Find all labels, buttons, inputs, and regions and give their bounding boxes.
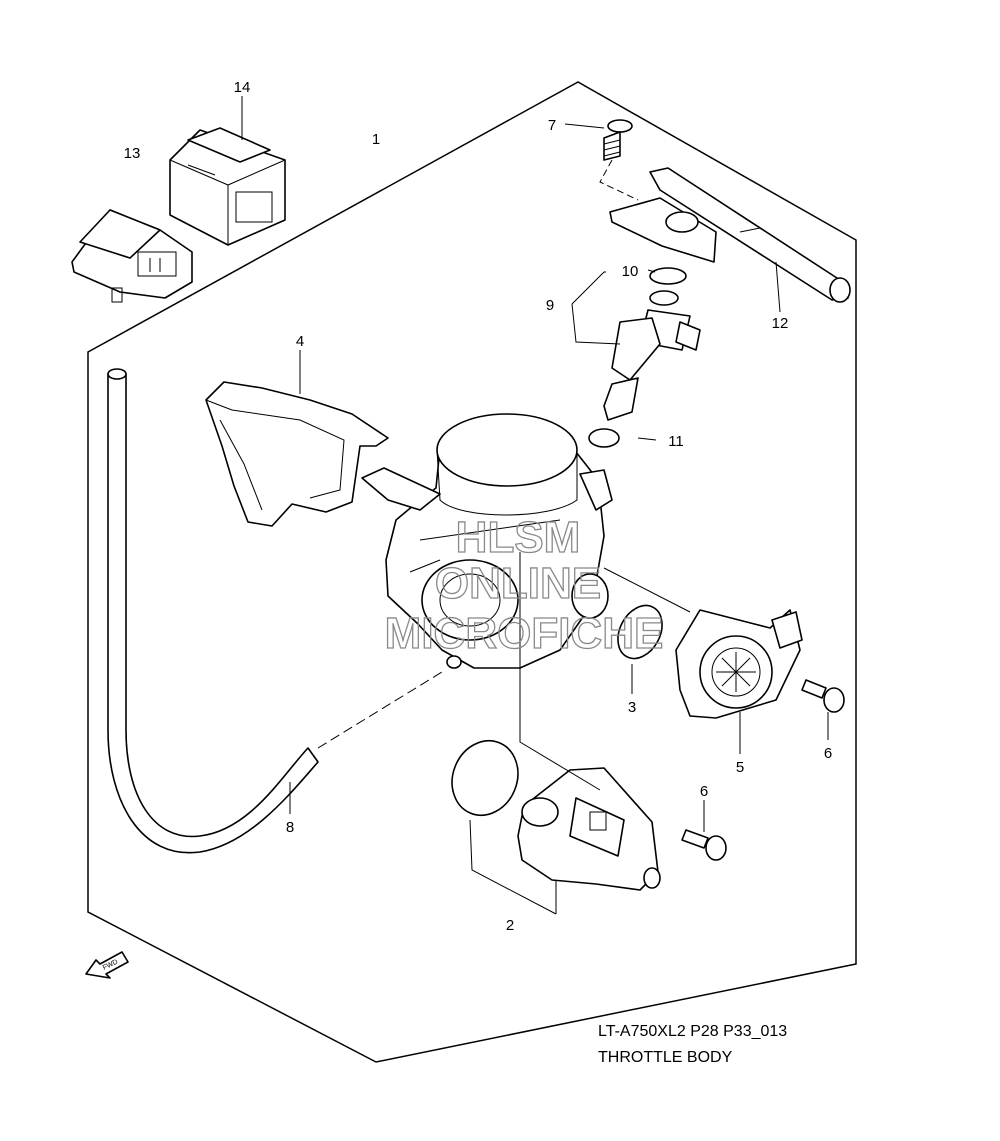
diagram-code: LT-A750XL2 P28 P33_013 (598, 1023, 787, 1040)
callout-6-lower[interactable]: 6 (700, 783, 708, 800)
part-5-throttle-position-sensor[interactable] (675, 609, 803, 719)
part-8-hose[interactable] (107, 373, 319, 854)
part-3-o-ring[interactable] (609, 598, 671, 666)
part-10-o-ring[interactable] (649, 267, 687, 285)
watermark-line-3: MICROFICHE (385, 609, 664, 658)
callout-7[interactable]: 7 (548, 117, 556, 134)
callout-labels: 1 2 3 4 5 6 6 7 8 9 10 11 12 13 14 (124, 79, 833, 934)
part-14-coupler[interactable] (169, 127, 286, 246)
callout-6-right[interactable]: 6 (824, 745, 832, 762)
part-2-isc-valve[interactable] (517, 767, 661, 891)
callout-12[interactable]: 12 (772, 315, 789, 332)
part-2-o-ring[interactable] (441, 731, 529, 825)
callout-2[interactable]: 2 (506, 917, 514, 934)
leader-lines (241, 96, 829, 915)
part-6-screw-right[interactable] (801, 679, 845, 713)
callout-3[interactable]: 3 (628, 699, 636, 716)
diagram-caption: LT-A750XL2 P28 P33_013 THROTTLE BODY (598, 1023, 787, 1066)
part-6-screw-lower[interactable] (681, 829, 727, 861)
fwd-arrow-icon: FWD (85, 951, 129, 979)
watermark-line-1: HLSM (456, 513, 581, 562)
callout-14[interactable]: 14 (234, 79, 251, 96)
callout-13[interactable]: 13 (124, 145, 141, 162)
part-9-fuel-injector[interactable] (603, 290, 701, 421)
callout-4[interactable]: 4 (296, 333, 304, 350)
watermark: HLSM ONLINE MICROFICHE (384, 512, 664, 658)
part-13-connector[interactable] (71, 209, 193, 303)
watermark-line-2: ONLINE (435, 559, 601, 608)
callout-8[interactable]: 8 (286, 819, 294, 836)
part-11-seal[interactable] (588, 428, 620, 448)
callout-5[interactable]: 5 (736, 759, 744, 776)
callout-10[interactable]: 10 (622, 263, 639, 280)
throttle-body[interactable] (361, 413, 691, 669)
part-4-cover[interactable] (205, 381, 389, 527)
assembly-boundary (87, 81, 857, 1063)
callout-1[interactable]: 1 (372, 131, 380, 148)
callout-11[interactable]: 11 (668, 433, 684, 450)
diagram-title: THROTTLE BODY (598, 1049, 733, 1066)
callout-9[interactable]: 9 (546, 297, 554, 314)
part-12-fuel-delivery-pipe[interactable] (609, 167, 851, 303)
part-7-screw[interactable] (603, 119, 633, 161)
